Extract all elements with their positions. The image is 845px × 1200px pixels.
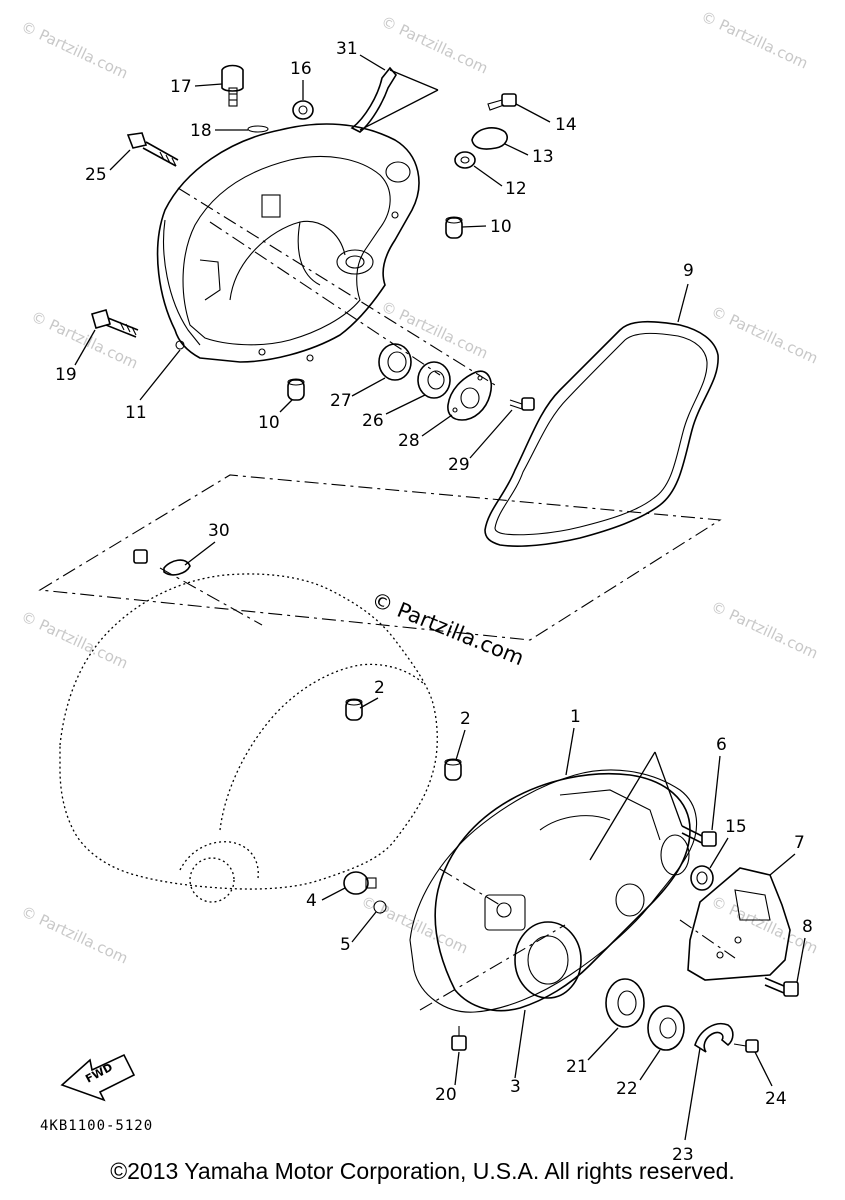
callout-10: 10: [258, 413, 280, 433]
watermark-text: © Partzilla.com: [358, 892, 471, 957]
bolt-8: [764, 977, 799, 997]
crankcase-cover-lower: [434, 772, 691, 1012]
callout-3: 3: [510, 1077, 521, 1097]
oil-seal-15: [690, 865, 714, 891]
watermark-text: © Partzilla.com: [698, 7, 811, 72]
bolt-6: [681, 825, 717, 847]
watermark-text: © Partzilla.com: [18, 17, 131, 82]
oil-seal-27: [378, 343, 412, 381]
center-watermark: © Partzilla.com: [368, 587, 527, 670]
forward-arrow-icon: FWD: [60, 1053, 136, 1102]
watermark-text: © Partzilla.com: [18, 607, 131, 672]
callout-28: 28: [398, 431, 420, 451]
callout-17: 17: [170, 77, 192, 97]
copyright-notice: ©2013 Yamaha Motor Corporation, U.S.A. A…: [110, 1158, 735, 1184]
bearing-plate: [447, 370, 492, 421]
watermark-text: © Partzilla.com: [708, 597, 821, 662]
dowel-pin: [345, 698, 363, 721]
callout-22: 22: [616, 1079, 638, 1099]
o-ring: [247, 125, 269, 133]
bolt-14: [487, 93, 517, 111]
gasket-9: [494, 332, 708, 536]
watermark-text: © Partzilla.com: [18, 902, 131, 967]
callout-13: 13: [532, 147, 554, 167]
callout-10: 10: [490, 217, 512, 237]
callout-7: 7: [794, 833, 805, 853]
callout-20: 20: [435, 1085, 457, 1105]
watermark-text: © Partzilla.com: [708, 302, 821, 367]
cover-7: [687, 867, 791, 981]
callout-2: 2: [460, 709, 471, 729]
callout-16: 16: [290, 59, 312, 79]
watermark-text: © Partzilla.com: [378, 12, 491, 77]
callout-23: 23: [672, 1145, 694, 1165]
bolt-30: [133, 549, 191, 576]
crankcase-outline: [59, 573, 438, 903]
bolt-19: [91, 309, 139, 338]
callout-30: 30: [208, 521, 230, 541]
callout-19: 19: [55, 365, 77, 385]
cover-plate: [471, 127, 508, 150]
cable-bracket: [350, 66, 397, 133]
callout-15: 15: [725, 817, 747, 837]
oil-seal-22: [647, 1005, 685, 1051]
dowel-pin: [444, 758, 462, 781]
gasket-9: [484, 320, 719, 547]
bolt-25: [126, 132, 179, 167]
callout-27: 27: [330, 391, 352, 411]
callout-8: 8: [802, 917, 813, 937]
leader-lines: [38, 187, 736, 1011]
bolt-20: [451, 1026, 467, 1051]
screw-24: [733, 1039, 759, 1053]
catalog-code: 4KB1100-5120: [40, 1118, 154, 1134]
watermark-text: © Partzilla.com: [28, 307, 141, 372]
callout-24: 24: [765, 1089, 787, 1109]
watermark-text: © Partzilla.com: [378, 297, 491, 362]
callout-29: 29: [448, 455, 470, 475]
oil-seal-12: [454, 151, 476, 169]
callout-2: 2: [374, 678, 385, 698]
bearing-26: [417, 361, 451, 399]
callout-25: 25: [85, 165, 107, 185]
callout-6: 6: [716, 735, 727, 755]
callout-12: 12: [505, 179, 527, 199]
callout-layer: 17 18 16 31 14 13 12 10 25 19 11 10: [55, 39, 813, 1165]
dowel-pin: [445, 216, 463, 239]
oil-filler-cap: [221, 64, 244, 107]
crankcase-cover-upper: [156, 123, 420, 363]
callout-21: 21: [566, 1057, 588, 1077]
callout-5: 5: [340, 935, 351, 955]
watermark-layer: © Partzilla.com © Partzilla.com © Partzi…: [18, 7, 821, 967]
gasket-1: [409, 769, 698, 1013]
callout-11: 11: [125, 403, 147, 423]
o-ring: [373, 900, 387, 914]
dowel-pin: [287, 378, 305, 401]
drain-plug: [343, 871, 377, 895]
clip-23: [694, 1023, 734, 1053]
callout-26: 26: [362, 411, 384, 431]
oil-seal: [292, 100, 314, 120]
bearing-21: [605, 978, 645, 1028]
callout-31: 31: [336, 39, 358, 59]
forward-arrow-label: FWD: [83, 1061, 115, 1086]
screw-29: [509, 397, 535, 411]
callout-1: 1: [570, 707, 581, 727]
callout-14: 14: [555, 115, 577, 135]
callout-18: 18: [190, 121, 212, 141]
callout-9: 9: [683, 261, 694, 281]
callout-4: 4: [306, 891, 317, 911]
